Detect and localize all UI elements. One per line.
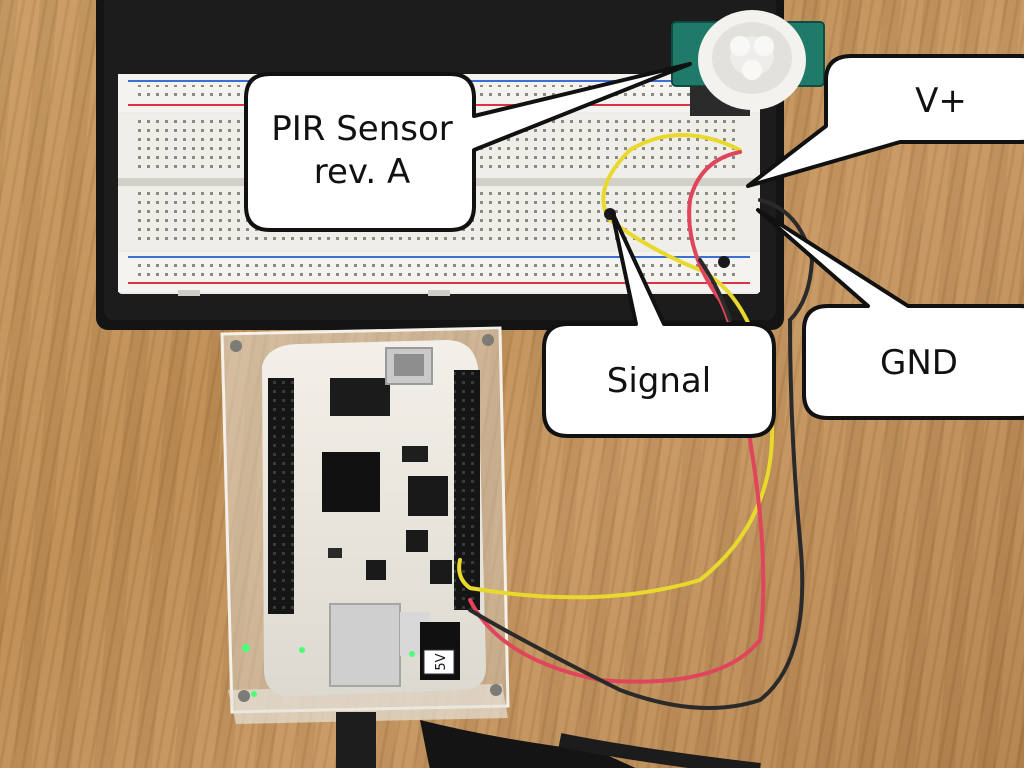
cables xyxy=(336,712,761,768)
power-jack-label: 5V xyxy=(434,653,449,670)
callout-signal-label: Signal xyxy=(606,361,712,401)
callout-signal-bubble xyxy=(542,210,776,438)
beaglebone-board: 5V xyxy=(242,340,486,697)
callout-pir-line2: rev. A xyxy=(313,151,411,192)
callout-pir-bubble xyxy=(244,62,692,232)
breadboard xyxy=(118,74,760,296)
pir-sensor xyxy=(671,10,825,116)
callout-gnd-bubble xyxy=(756,208,1024,420)
callout-gnd-label: GND xyxy=(880,343,958,383)
callout-pir-line1: PIR Sensor xyxy=(271,109,453,149)
callout-pir-sensor-label: PIR Sensor rev. A xyxy=(246,108,478,193)
callout-vplus-bubble xyxy=(746,54,1024,188)
callout-vplus-label: V+ xyxy=(915,81,967,121)
